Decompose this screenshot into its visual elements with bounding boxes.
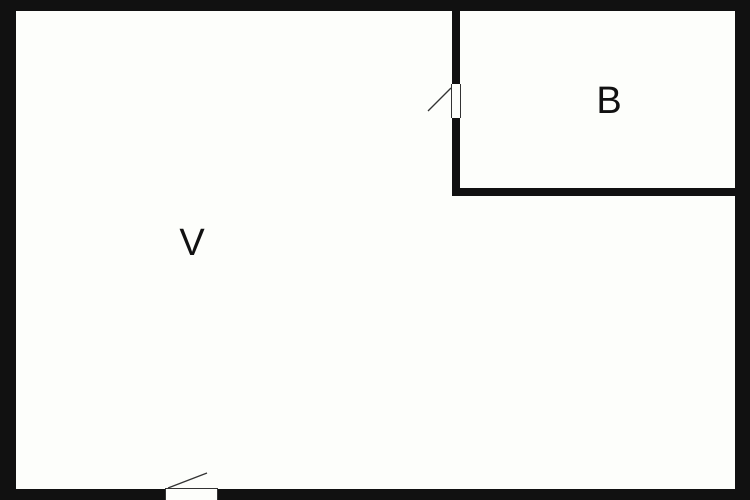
room-label-b: B — [596, 80, 622, 122]
outer-wall-top — [0, 0, 750, 11]
room-label-v: V — [179, 222, 205, 264]
outer-wall-right — [735, 0, 750, 500]
outer-wall-bottom — [0, 489, 750, 500]
interior-door-leaf — [427, 87, 452, 112]
interior-wall-horizontal — [452, 188, 742, 196]
entrance-door-opening — [165, 488, 218, 500]
outer-wall-left — [0, 0, 16, 500]
interior-door-opening — [451, 84, 461, 118]
entrance-door-leaf — [167, 472, 208, 489]
